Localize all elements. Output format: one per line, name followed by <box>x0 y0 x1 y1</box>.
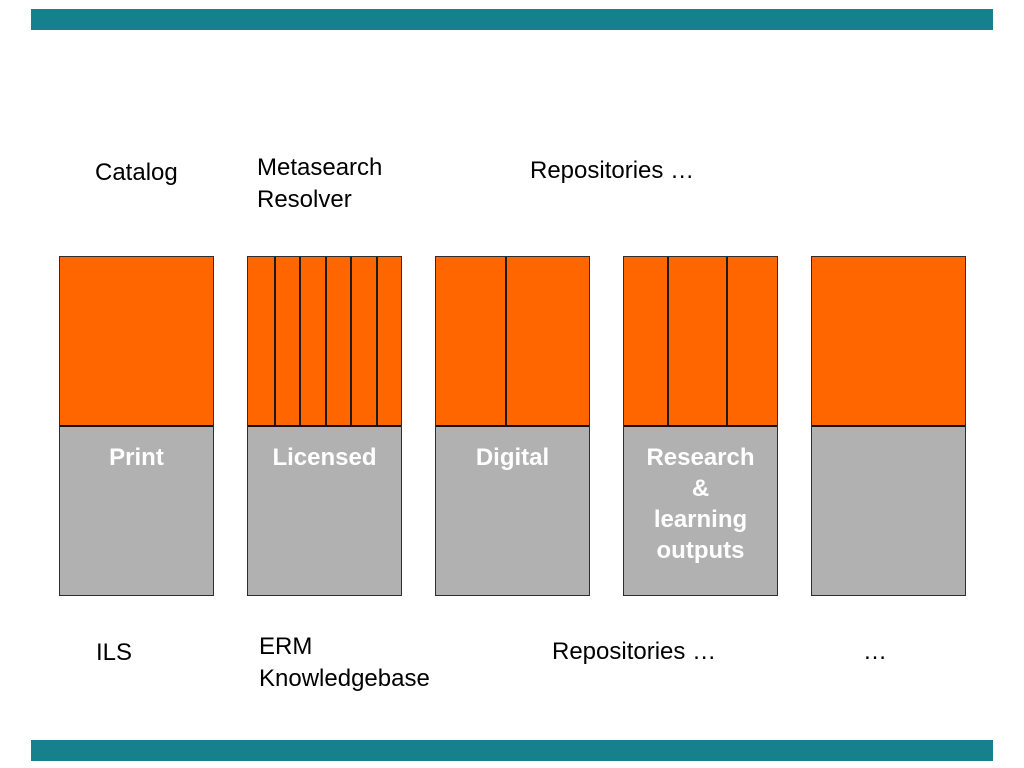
caption-ellipsis: … <box>863 638 887 665</box>
gray-section-digital: Digital <box>436 427 589 595</box>
column-label-research: Research & learning outputs <box>646 444 755 564</box>
orange-segment <box>299 257 325 425</box>
orange-section-licensed <box>248 257 401 427</box>
orange-segment <box>504 257 589 425</box>
gray-section-other <box>812 427 965 595</box>
orange-segment <box>248 257 274 425</box>
column-other <box>811 256 966 596</box>
orange-segment <box>60 257 213 425</box>
caption-repositories-bottom: Repositories … <box>552 638 717 665</box>
caption-repositories-top: Repositories … <box>530 157 695 184</box>
bottom-accent-bar <box>31 740 993 761</box>
column-research-learning-outputs: Research & learning outputs <box>623 256 778 596</box>
column-label-licensed: Licensed <box>272 444 377 471</box>
gray-section-licensed: Licensed <box>248 427 401 595</box>
column-label-print: Print <box>109 444 164 471</box>
orange-segment <box>375 257 401 425</box>
orange-segment <box>666 257 727 425</box>
orange-segment <box>324 257 351 425</box>
column-label-digital: Digital <box>475 444 550 471</box>
orange-section-digital <box>436 257 589 427</box>
gray-section-print: Print <box>60 427 213 595</box>
column-licensed: Licensed <box>247 256 402 596</box>
orange-segment <box>436 257 505 425</box>
orange-segment <box>726 257 776 425</box>
caption-erm-knowledgebase: ERM Knowledgebase <box>259 633 430 692</box>
orange-segment <box>812 257 965 425</box>
orange-section-other <box>812 257 965 427</box>
orange-section-research <box>624 257 777 427</box>
caption-metasearch-resolver: Metasearch Resolver <box>257 154 383 213</box>
caption-ils: ILS <box>96 639 133 666</box>
orange-segment <box>624 257 667 425</box>
gray-section-research: Research & learning outputs <box>624 427 777 595</box>
column-digital: Digital <box>435 256 590 596</box>
top-accent-bar <box>31 9 993 30</box>
orange-section-print <box>60 257 213 427</box>
column-print: Print <box>59 256 214 596</box>
caption-catalog: Catalog <box>95 159 178 186</box>
orange-segment <box>273 257 300 425</box>
orange-segment <box>350 257 375 425</box>
